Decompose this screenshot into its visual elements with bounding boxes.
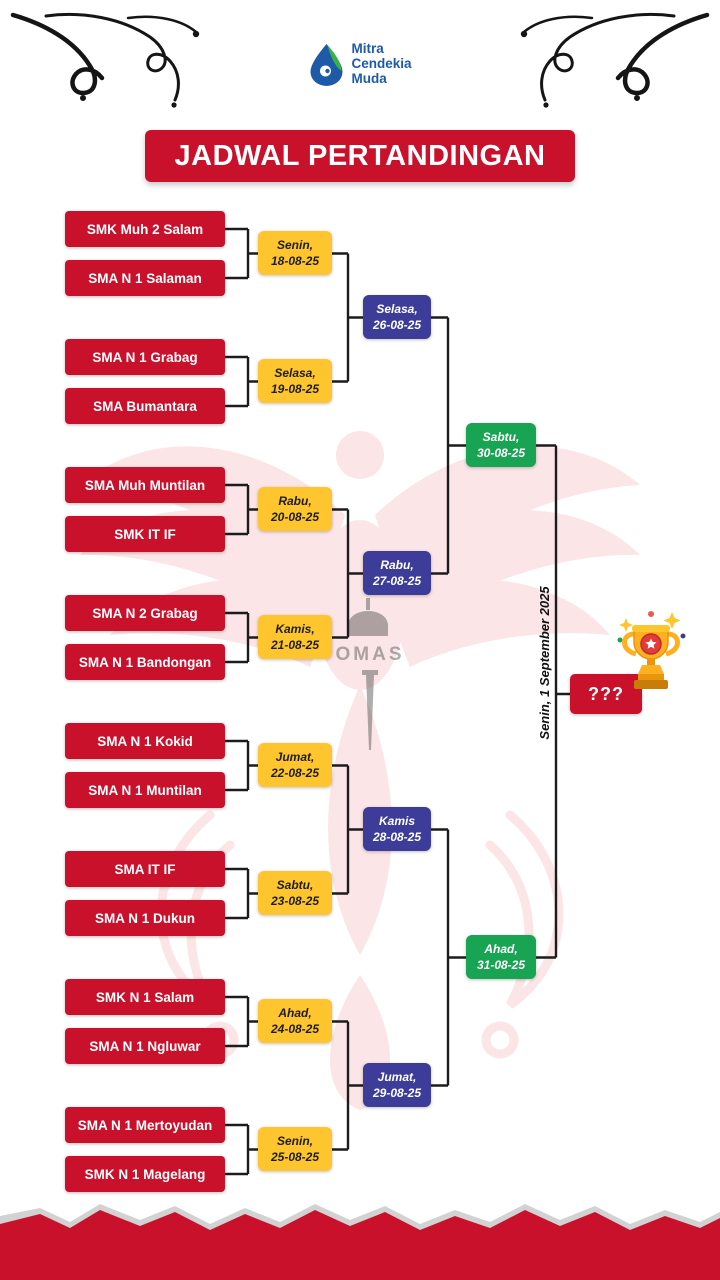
- badge-date: 23-08-25: [270, 894, 320, 908]
- quarterfinal-date-badge: Jumat, 29-08-25: [363, 1063, 431, 1107]
- match-date-badge: Jumat, 22-08-25: [258, 743, 332, 787]
- team-box: SMA N 1 Salaman: [65, 260, 225, 296]
- badge-day: Senin,: [276, 1133, 313, 1148]
- watermark-text: OMAS: [336, 644, 405, 665]
- badge-date: 22-08-25: [270, 766, 320, 780]
- match-date-badge: Sabtu, 23-08-25: [258, 871, 332, 915]
- team-box: SMA Bumantara: [65, 388, 225, 424]
- badge-date: 28-08-25: [372, 830, 422, 844]
- team-box: SMA N 1 Kokid: [65, 723, 225, 759]
- trophy-icon: [617, 611, 686, 689]
- match-date-badge: Rabu, 20-08-25: [258, 487, 332, 531]
- badge-date: 30-08-25: [476, 446, 526, 460]
- badge-date: 29-08-25: [372, 1086, 422, 1100]
- badge-day: Jumat,: [377, 1069, 417, 1084]
- team-box: SMK Muh 2 Salam: [65, 211, 225, 247]
- corner-flourish-right: [520, 12, 710, 108]
- badge-day: Sabtu,: [482, 429, 520, 444]
- emblem-watermark: OMAS: [336, 598, 405, 750]
- badge-day: Jumat,: [275, 749, 315, 764]
- logo-line: Muda: [351, 70, 387, 86]
- quarterfinal-date-badge: Selasa, 26-08-25: [363, 295, 431, 339]
- team-box: SMA N 1 Ngluwar: [65, 1028, 225, 1064]
- badge-day: Senin,: [276, 237, 313, 252]
- semifinal-date-badge: Ahad, 31-08-25: [466, 935, 536, 979]
- badge-date: 26-08-25: [372, 318, 422, 332]
- match-date-badge: Ahad, 24-08-25: [258, 999, 332, 1043]
- badge-day: Ahad,: [278, 1005, 312, 1020]
- final-winner-box: ???: [570, 674, 642, 714]
- final-date-vertical: Senin, 1 September 2025: [537, 586, 552, 740]
- badge-date: 31-08-25: [476, 958, 526, 972]
- match-date-badge: Selasa, 19-08-25: [258, 359, 332, 403]
- badge-day: Selasa,: [376, 301, 418, 316]
- badge-day: Sabtu,: [276, 877, 314, 892]
- team-box: SMA Muh Muntilan: [65, 467, 225, 503]
- page-title: JADWAL PERTANDINGAN: [174, 139, 546, 172]
- team-box: SMA N 1 Bandongan: [65, 644, 225, 680]
- badge-date: 24-08-25: [270, 1022, 320, 1036]
- team-box: SMA N 1 Mertoyudan: [65, 1107, 225, 1143]
- match-date-badge: Senin, 25-08-25: [258, 1127, 332, 1171]
- badge-date: 20-08-25: [270, 510, 320, 524]
- quarterfinal-date-badge: Rabu, 27-08-25: [363, 551, 431, 595]
- logo-drop-icon: [310, 44, 343, 87]
- badge-day: Rabu,: [278, 493, 312, 508]
- badge-date: 21-08-25: [270, 638, 320, 652]
- quarterfinal-date-badge: Kamis 28-08-25: [363, 807, 431, 851]
- badge-day: Kamis,: [275, 621, 315, 636]
- title-banner: JADWAL PERTANDINGAN: [145, 130, 575, 182]
- logo-text: Mitra Cendekia Muda: [351, 41, 412, 87]
- team-box: SMA N 1 Grabag: [65, 339, 225, 375]
- team-box: SMA N 1 Dukun: [65, 900, 225, 936]
- logo-line: Cendekia: [351, 55, 412, 71]
- badge-day: Selasa,: [274, 365, 316, 380]
- badge-day: Kamis: [378, 813, 416, 828]
- badge-date: 19-08-25: [270, 382, 320, 396]
- torn-edge: [0, 1204, 720, 1280]
- corner-flourish-left: [10, 12, 200, 108]
- team-box: SMK N 1 Magelang: [65, 1156, 225, 1192]
- team-box: SMA N 2 Grabag: [65, 595, 225, 631]
- team-box: SMA N 1 Muntilan: [65, 772, 225, 808]
- team-box: SMK IT IF: [65, 516, 225, 552]
- semifinal-date-badge: Sabtu, 30-08-25: [466, 423, 536, 467]
- badge-date: 18-08-25: [270, 254, 320, 268]
- team-box: SMK N 1 Salam: [65, 979, 225, 1015]
- badge-date: 27-08-25: [372, 574, 422, 588]
- team-box: SMA IT IF: [65, 851, 225, 887]
- logo-line: Mitra: [351, 41, 384, 56]
- match-date-badge: Kamis, 21-08-25: [258, 615, 332, 659]
- badge-date: 25-08-25: [270, 1150, 320, 1164]
- logo: Mitra Cendekia Muda: [308, 41, 412, 87]
- badge-day: Rabu,: [380, 557, 414, 572]
- badge-day: Ahad,: [484, 941, 518, 956]
- match-date-badge: Senin, 18-08-25: [258, 231, 332, 275]
